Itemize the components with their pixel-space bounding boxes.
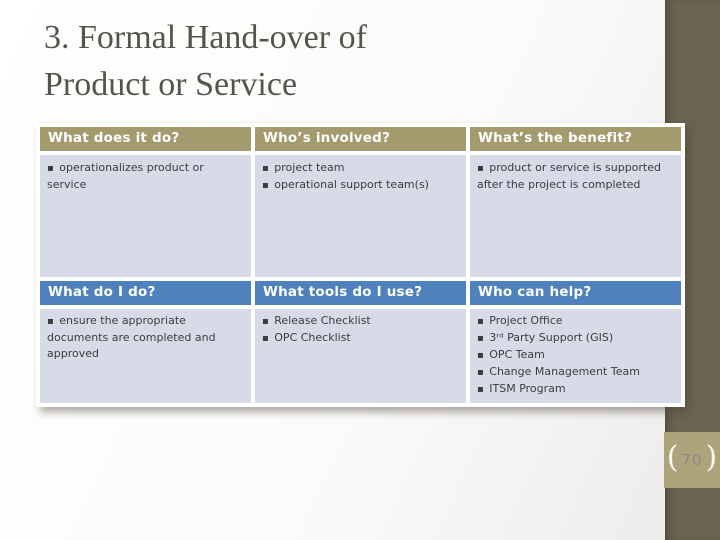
bullet-item: ▪ Release Checklist — [262, 314, 371, 327]
bullet-item: ▪ OPC Checklist — [262, 331, 351, 344]
table-body-row-1: ▪ operationalizes product or service ▪ p… — [40, 155, 681, 277]
table-body-row-2: ▪ ensure the appropriate documents are c… — [40, 309, 681, 403]
bullet-icon: ▪ — [477, 316, 484, 327]
title-line-2: Product or Service — [44, 66, 298, 103]
slide-title: 3. Formal Hand-over of Product or Servic… — [44, 14, 367, 108]
bullet-item: ▪ Project Office — [477, 314, 563, 327]
bullet-icon: ▪ — [477, 384, 484, 395]
bullet-item: ▪ Change Management Team — [477, 365, 640, 378]
header-what-does-it-do: What does it do? — [40, 127, 251, 151]
cell-what-does-it-do: ▪ operationalizes product or service — [40, 155, 251, 277]
bullet-item: ▪ ensure the appropriate documents are c… — [47, 314, 216, 360]
bullet-icon: ▪ — [477, 163, 484, 174]
bullet-icon: ▪ — [477, 367, 484, 378]
bullet-icon: ▪ — [262, 333, 269, 344]
header-what-do-i-do: What do I do? — [40, 281, 251, 305]
bullet-icon: ▪ — [262, 316, 269, 327]
bullet-item: ▪ ITSM Program — [477, 382, 566, 395]
cell-whos-involved: ▪ project team ▪ operational support team… — [255, 155, 466, 277]
header-who-can-help: Who can help? — [470, 281, 681, 305]
handover-info-table: What does it do? Who’s involved? What’s … — [36, 123, 685, 407]
bullet-icon: ▪ — [477, 333, 484, 344]
table-header-row-2: What do I do? What tools do I use? Who c… — [40, 281, 681, 305]
header-whos-involved: Who’s involved? — [255, 127, 466, 151]
table-grid: What does it do? Who’s involved? What’s … — [36, 123, 685, 407]
bullet-item: ▪ operationalizes product or service — [47, 161, 204, 191]
bullet-icon: ▪ — [47, 163, 54, 174]
header-what-tools-do-i-use: What tools do I use? — [255, 281, 466, 305]
bullet-item: ▪ operational support team(s) — [262, 178, 429, 191]
bullet-icon: ▪ — [477, 350, 484, 361]
bullet-icon: ▪ — [262, 180, 269, 191]
cell-what-tools-do-i-use: ▪ Release Checklist ▪ OPC Checklist — [255, 309, 466, 403]
page-number-badge: ( 70 ) — [664, 432, 720, 488]
table-header-row-1: What does it do? Who’s involved? What’s … — [40, 127, 681, 151]
open-paren-decoration: ( — [666, 440, 679, 475]
cell-whats-the-benefit: ▪ product or service is supported after … — [470, 155, 681, 277]
bullet-item: ▪ product or service is supported after … — [477, 161, 661, 191]
bullet-icon: ▪ — [262, 163, 269, 174]
bullet-icon: ▪ — [47, 316, 54, 327]
page-number: 70 — [681, 451, 703, 469]
bullet-item: ▪ OPC Team — [477, 348, 545, 361]
close-paren-decoration: ) — [705, 440, 718, 475]
cell-what-do-i-do: ▪ ensure the appropriate documents are c… — [40, 309, 251, 403]
header-whats-the-benefit: What’s the benefit? — [470, 127, 681, 151]
title-line-1: 3. Formal Hand-over of — [44, 19, 367, 56]
bullet-item: ▪ 3ʳᵈ Party Support (GIS) — [477, 331, 614, 344]
bullet-item: ▪ project team — [262, 161, 345, 174]
cell-who-can-help: ▪ Project Office ▪ 3ʳᵈ Party Support (GIS… — [470, 309, 681, 403]
